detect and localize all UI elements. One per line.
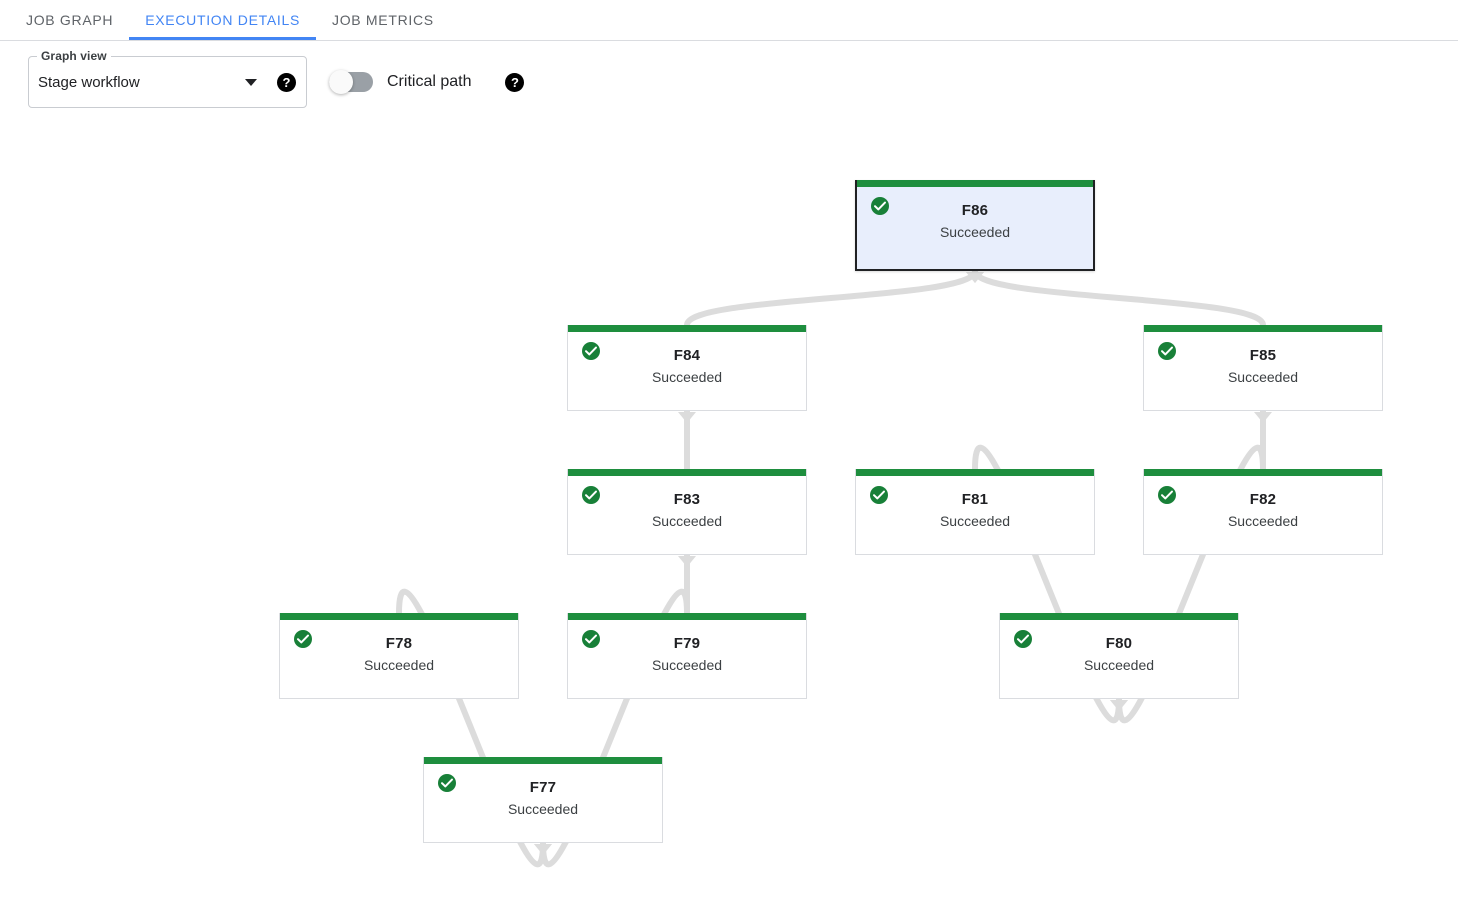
node-status-bar (424, 757, 662, 764)
node-title: F86 (961, 202, 989, 219)
check-circle-icon (1014, 630, 1032, 648)
graph-view-help-icon[interactable]: ? (277, 72, 296, 92)
node-status: Succeeded (651, 513, 723, 529)
check-circle-icon (870, 486, 888, 504)
critical-path-group: Critical path ? (329, 70, 525, 94)
node-status: Succeeded (651, 369, 723, 385)
check-circle-icon (1158, 486, 1176, 504)
node-status: Succeeded (939, 513, 1011, 529)
node-title: F84 (673, 347, 701, 364)
check-circle-icon (438, 774, 456, 792)
node-title: F80 (1105, 635, 1133, 652)
node-title: F78 (385, 635, 413, 652)
node-title: F83 (673, 491, 701, 508)
critical-path-help-icon[interactable]: ? (505, 72, 525, 92)
node-status: Succeeded (507, 801, 579, 817)
node-status: Succeeded (1227, 369, 1299, 385)
tab-job-graph[interactable]: JOB GRAPH (10, 0, 129, 40)
tab-job-metrics[interactable]: JOB METRICS (316, 0, 450, 40)
node-status-bar (1000, 613, 1238, 620)
node-status-bar (280, 613, 518, 620)
node-status-bar (1144, 325, 1382, 332)
node-status-bar (568, 613, 806, 620)
check-circle-icon (582, 630, 600, 648)
node-status: Succeeded (651, 657, 723, 673)
graph-view-value: Stage workflow (38, 73, 140, 91)
critical-path-label: Critical path (387, 73, 472, 90)
node-title: F77 (529, 779, 557, 796)
check-circle-icon (294, 630, 312, 648)
tab-execution-details[interactable]: EXECUTION DETAILS (129, 0, 316, 40)
node-status: Succeeded (363, 657, 435, 673)
node-status-bar (857, 180, 1093, 187)
graph-view-label: Graph view (37, 49, 111, 63)
node-status-bar (568, 469, 806, 476)
tab-bar: JOB GRAPH EXECUTION DETAILS JOB METRICS (0, 0, 1458, 41)
node-title: F85 (1249, 347, 1277, 364)
toggle-thumb (329, 70, 353, 94)
node-status-bar (856, 469, 1094, 476)
chevron-down-icon[interactable] (245, 78, 257, 86)
graph-view-select[interactable]: Graph view Stage workflow ? (28, 49, 307, 108)
check-circle-icon (582, 486, 600, 504)
node-status: Succeeded (939, 224, 1011, 240)
check-circle-icon (1158, 342, 1176, 360)
node-status-bar (1144, 469, 1382, 476)
critical-path-toggle[interactable] (329, 70, 373, 94)
node-status-bar (568, 325, 806, 332)
node-status: Succeeded (1227, 513, 1299, 529)
node-title: F81 (961, 491, 989, 508)
node-status: Succeeded (1083, 657, 1155, 673)
check-circle-icon (871, 197, 889, 215)
node-title: F79 (673, 635, 701, 652)
node-title: F82 (1249, 491, 1277, 508)
graph-toolbar: Graph view Stage workflow ? Critical pat… (0, 41, 1458, 123)
check-circle-icon (582, 342, 600, 360)
